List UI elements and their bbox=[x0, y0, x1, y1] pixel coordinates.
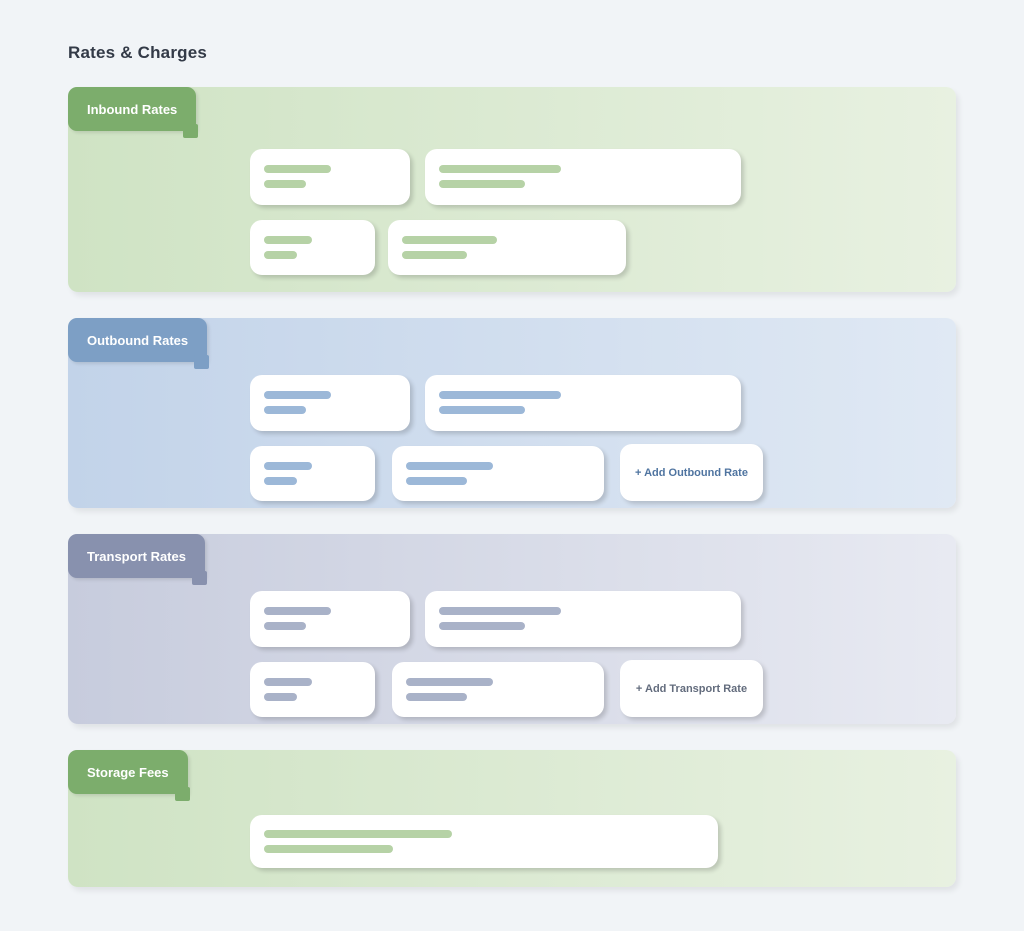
section-storage-fees: Storage Fees bbox=[68, 750, 956, 887]
skeleton-text-bar bbox=[439, 165, 561, 173]
section-tab-label: Inbound Rates bbox=[87, 101, 178, 117]
skeleton-text-bar bbox=[264, 678, 312, 686]
section-tab-label: Outbound Rates bbox=[87, 332, 189, 348]
section-outbound-rates: Outbound Rates + Add Outbound Rate bbox=[68, 318, 956, 508]
section-transport-rates: Transport Rates + Add Transport Rate bbox=[68, 534, 956, 724]
skeleton-text-bar bbox=[264, 477, 297, 485]
section-tab-outbound-rates: Outbound Rates bbox=[68, 318, 210, 369]
rate-card[interactable] bbox=[392, 662, 604, 717]
skeleton-text-bar bbox=[264, 165, 331, 173]
skeleton-text-bar bbox=[406, 678, 493, 686]
rate-card[interactable] bbox=[388, 220, 626, 275]
page-title: Rates & Charges bbox=[68, 43, 208, 62]
skeleton-text-bar bbox=[264, 607, 331, 615]
skeleton-text-bar bbox=[264, 236, 312, 244]
skeleton-text-bar bbox=[406, 477, 467, 485]
rate-card[interactable] bbox=[425, 375, 741, 431]
rate-card[interactable] bbox=[250, 375, 410, 431]
skeleton-text-bar bbox=[439, 406, 525, 414]
section-inbound-rates: Inbound Rates bbox=[68, 87, 956, 292]
skeleton-text-bar bbox=[439, 607, 561, 615]
rate-card[interactable] bbox=[250, 220, 375, 275]
skeleton-text-bar bbox=[439, 622, 525, 630]
skeleton-text-bar bbox=[264, 180, 306, 188]
rate-card[interactable] bbox=[425, 591, 741, 647]
add-outbound-rate-button[interactable]: + Add Outbound Rate bbox=[620, 444, 763, 501]
rate-card[interactable] bbox=[392, 446, 604, 501]
rate-card[interactable] bbox=[250, 446, 375, 501]
skeleton-text-bar bbox=[402, 251, 467, 259]
skeleton-text-bar bbox=[264, 251, 297, 259]
skeleton-text-bar bbox=[264, 462, 312, 470]
rate-card[interactable] bbox=[250, 662, 375, 717]
rate-card[interactable] bbox=[425, 149, 741, 205]
skeleton-text-bar bbox=[264, 845, 393, 853]
skeleton-text-bar bbox=[439, 180, 525, 188]
section-tab-inbound-rates: Inbound Rates bbox=[68, 87, 199, 138]
skeleton-text-bar bbox=[406, 462, 493, 470]
rate-card[interactable] bbox=[250, 149, 410, 205]
section-tab-storage-fees: Storage Fees bbox=[68, 750, 190, 801]
section-tab-label: Storage Fees bbox=[87, 764, 169, 780]
skeleton-text-bar bbox=[439, 391, 561, 399]
skeleton-text-bar bbox=[406, 693, 467, 701]
section-tab-transport-rates: Transport Rates bbox=[68, 534, 207, 585]
rate-card[interactable] bbox=[250, 591, 410, 647]
rate-card[interactable] bbox=[250, 815, 718, 868]
skeleton-text-bar bbox=[264, 391, 331, 399]
skeleton-text-bar bbox=[264, 406, 306, 414]
add-transport-rate-button[interactable]: + Add Transport Rate bbox=[620, 660, 763, 717]
section-tab-label: Transport Rates bbox=[87, 548, 186, 564]
skeleton-text-bar bbox=[264, 622, 306, 630]
skeleton-text-bar bbox=[264, 693, 297, 701]
skeleton-text-bar bbox=[264, 830, 452, 838]
skeleton-text-bar bbox=[402, 236, 497, 244]
